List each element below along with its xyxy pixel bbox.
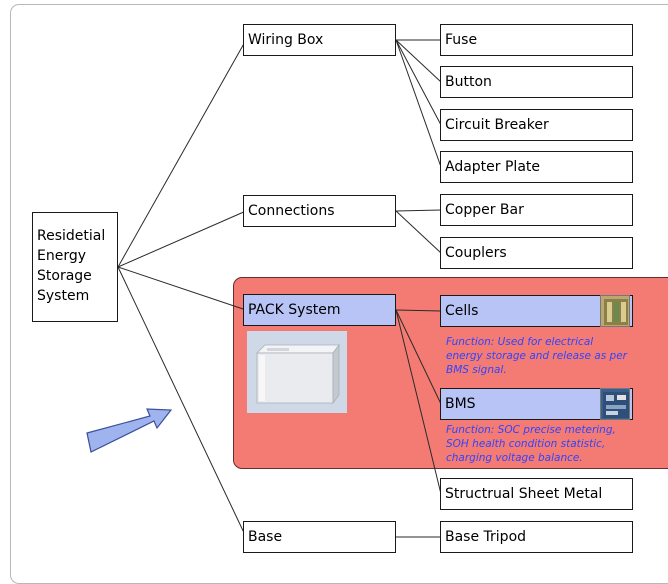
node-couplers: Couplers xyxy=(440,237,633,269)
node-adapter-plate: Adapter Plate xyxy=(440,151,633,183)
bms-function-text: Function: SOC precise metering, SOH heal… xyxy=(446,423,616,465)
line-root-pack xyxy=(117,266,247,311)
cells-function-line: energy storage and release as per xyxy=(446,350,627,362)
node-base-tripod: Base Tripod xyxy=(440,521,633,553)
bms-label: BMS xyxy=(445,396,476,412)
root-label: Residetial Energy Storage System xyxy=(37,228,106,304)
button-label: Button xyxy=(445,74,492,90)
copper-bar-label: Copper Bar xyxy=(445,202,524,218)
bms-function-line: SOH health condition statistic, xyxy=(446,438,606,450)
circuit-breaker-label: Circuit Breaker xyxy=(445,117,549,133)
node-connections: Connections xyxy=(243,195,396,227)
node-fuse: Fuse xyxy=(440,24,633,56)
structural-sheet-metal-label: Structrual Sheet Metal xyxy=(445,486,603,502)
node-wiring-box: Wiring Box xyxy=(243,24,396,56)
bms-function-line: Function: SOC precise metering, xyxy=(446,424,616,436)
node-button: Button xyxy=(440,66,633,98)
root-node: Residetial Energy Storage System xyxy=(32,212,118,322)
pointer-arrow-icon xyxy=(86,408,173,453)
line-conn-copper xyxy=(395,209,442,212)
couplers-label: Couplers xyxy=(445,245,507,261)
cells-label: Cells xyxy=(445,303,479,319)
line-root-base xyxy=(117,266,247,538)
wiring-box-label: Wiring Box xyxy=(248,32,324,48)
line-wb-breaker xyxy=(395,39,442,126)
line-root-connections xyxy=(117,210,247,268)
connector-lines xyxy=(86,39,442,538)
cells-photo-icon xyxy=(600,295,630,327)
connections-label: Connections xyxy=(248,203,335,219)
cells-function-text: Function: Used for electrical energy sto… xyxy=(446,335,627,377)
line-pack-structural xyxy=(395,309,442,495)
node-circuit-breaker: Circuit Breaker xyxy=(440,109,633,141)
bms-function-line: charging voltage balance. xyxy=(446,452,583,464)
diagram-canvas: Residetial Energy Storage System Wiring … xyxy=(10,4,668,584)
node-copper-bar: Copper Bar xyxy=(440,194,633,226)
node-base: Base xyxy=(243,521,396,553)
line-wb-button xyxy=(395,39,442,83)
node-structural-sheet-metal: Structrual Sheet Metal xyxy=(440,478,633,510)
fuse-label: Fuse xyxy=(445,32,478,48)
line-pack-bms xyxy=(395,309,442,405)
line-pack-cells xyxy=(395,309,442,312)
node-pack-system: PACK System xyxy=(243,294,396,326)
pack-render-image xyxy=(247,331,347,413)
base-label: Base xyxy=(248,529,283,545)
line-root-wiring-box xyxy=(117,39,247,268)
cells-function-line: Function: Used for electrical xyxy=(446,336,594,348)
line-conn-couplers xyxy=(395,210,442,254)
adapter-plate-label: Adapter Plate xyxy=(445,159,541,175)
pack-system-label: PACK System xyxy=(248,302,341,318)
base-tripod-label: Base Tripod xyxy=(445,529,527,545)
line-wb-adapter xyxy=(395,39,442,168)
bms-photo-icon xyxy=(600,388,630,420)
cells-function-line: BMS signal. xyxy=(446,364,507,376)
